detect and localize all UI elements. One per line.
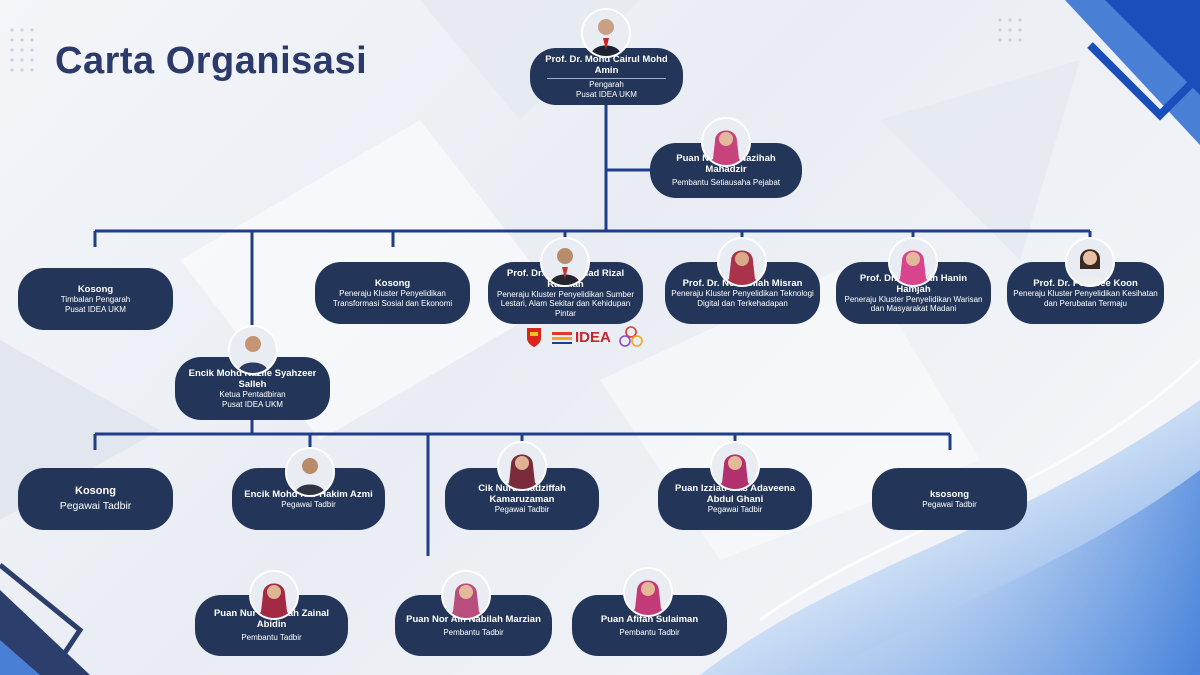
person-avatar-icon — [257, 583, 291, 618]
assistant-afifah-role: Pembantu Tadbir — [619, 627, 680, 637]
person-avatar-icon — [718, 454, 752, 489]
cluster-digital-role: Peneraju Kluster Penyelidikan Teknologi … — [671, 289, 814, 308]
person-avatar-icon — [631, 580, 665, 615]
assistant-nabilah-role: Pembantu Tadbir — [443, 627, 504, 637]
officer-vacant-2-name: ksosong — [929, 488, 970, 500]
admin-head-unit: Pusat IDEA UKM — [222, 399, 283, 409]
cluster-circles-icon — [619, 326, 643, 347]
nabilah-photo — [441, 570, 491, 620]
officer-vacant-role: Pegawai Tadbir — [59, 500, 132, 512]
person-avatar-icon — [725, 250, 759, 285]
director-name: Prof. Dr. Mohd Cairul Mohd Amin — [545, 54, 668, 76]
person-avatar-icon — [238, 336, 268, 373]
norbahiah-photo — [717, 237, 767, 287]
node-director: Prof. Dr. Mohd Cairul Mohd Amin Pengarah… — [530, 48, 683, 105]
salasiah-photo — [888, 237, 938, 287]
director-role: Pengarah — [589, 80, 624, 89]
officer-hakim-role: Pegawai Tadbir — [281, 499, 336, 509]
officer-izziati-role: Pegawai Tadbir — [707, 505, 763, 515]
assistant-nabilah-name: Puan Nor Ain Nabilah Marzian — [406, 613, 541, 625]
person-avatar-icon — [295, 458, 325, 495]
divider — [546, 78, 667, 79]
izziati-photo — [710, 441, 760, 491]
node-cluster-social: Kosong Peneraju Kluster Penyelidikan Tra… — [315, 262, 470, 324]
cluster-sustainable-role: Peneraju Kluster Penyelidikan Sumber Les… — [497, 289, 634, 318]
deputy-name: Kosong — [77, 284, 114, 295]
officer-nadziffah-role: Pegawai Tadbir — [494, 505, 550, 515]
cluster-social-name: Kosong — [374, 278, 411, 289]
assistant-afifah-name: Puan Afifah Sulaiman — [600, 613, 699, 625]
idea-logo-icon: IDEA — [551, 329, 611, 346]
person-avatar-icon — [896, 250, 930, 285]
deputy-unit: Pusat IDEA UKM — [65, 304, 126, 314]
person-avatar-icon — [449, 583, 483, 618]
nadziffah-photo — [497, 441, 547, 491]
secretary-role: Pembantu Setiausaha Pejabat — [671, 178, 781, 188]
director-unit: Pusat IDEA UKM — [576, 89, 637, 99]
officer-vacant-2-role: Pegawai Tadbir — [922, 499, 977, 509]
idea-logo-text: IDEA — [575, 328, 611, 346]
person-avatar-icon — [550, 248, 580, 285]
rizal-photo — [540, 237, 590, 287]
hakim-photo — [285, 447, 335, 497]
officer-vacant-name: Kosong — [75, 485, 116, 497]
afifah-photo — [623, 567, 673, 617]
node-officer-vacant: Kosong Pegawai Tadbir — [18, 468, 173, 530]
logos-strip: IDEA — [525, 324, 670, 350]
person-avatar-icon — [709, 130, 743, 165]
director-photo — [581, 8, 631, 58]
secretary-photo — [701, 117, 751, 167]
page-title: Carta Organisasi — [55, 40, 368, 82]
node-admin-head: Encik Mohd Nazlie Syahzeer Salleh Ketua … — [175, 357, 330, 420]
person-avatar-icon — [505, 454, 539, 489]
person-avatar-icon — [591, 19, 621, 56]
cluster-heritage-role: Peneraju Kluster Penyelidikan Warisan da… — [844, 294, 983, 314]
syahirah-photo — [249, 570, 299, 620]
node-deputy-director: Kosong Timbalan Pengarah Pusat IDEA UKM — [18, 268, 173, 330]
cluster-social-role: Peneraju Kluster Penyelidikan Transforma… — [332, 289, 453, 308]
person-avatar-icon — [1075, 249, 1105, 285]
node-officer-vacant-2: ksosong Pegawai Tadbir — [872, 468, 1027, 530]
poh-photo — [1065, 237, 1115, 287]
deputy-role: Timbalan Pengarah — [60, 295, 131, 304]
cluster-health-role: Peneraju Kluster Penyelidikan Kesihatan … — [1013, 289, 1158, 308]
ukm-crest-icon — [527, 328, 541, 347]
admin-head-role: Ketua Pentadbiran — [219, 390, 286, 399]
nazlie-photo — [228, 325, 278, 375]
idea-logo-mark — [552, 332, 572, 344]
assistant-syahirah-role: Pembantu Tadbir — [241, 633, 302, 643]
